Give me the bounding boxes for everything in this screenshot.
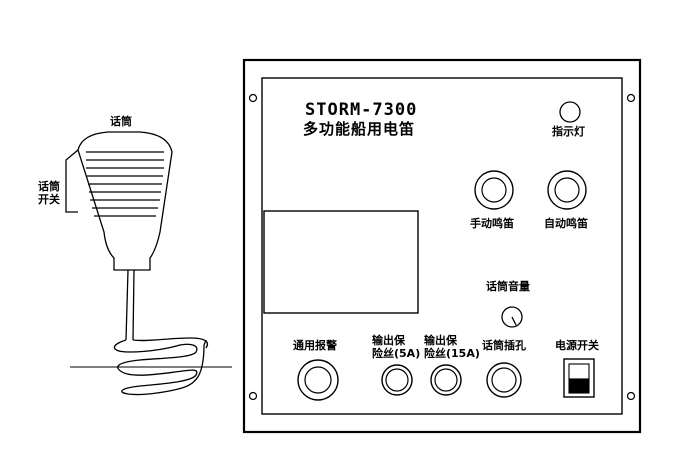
fuse-15a-label-line2: 险丝(15A)	[424, 347, 480, 360]
mic-jack-label: 话筒插孔	[482, 339, 526, 352]
mic-switch-label-line2: 开关	[38, 193, 60, 206]
power-switch	[563, 358, 595, 398]
microphone	[65, 131, 209, 396]
fuse-15a-label-line1: 输出保	[424, 334, 457, 347]
mic-jack	[486, 362, 522, 398]
fuse-15a-holder	[430, 364, 462, 396]
mount-hole-bottom-right	[626, 391, 636, 401]
fuse-5a-label-line1: 输出保	[372, 334, 405, 347]
control-box	[242, 58, 642, 434]
mount-hole-top-right	[626, 93, 636, 103]
inner-panel	[261, 77, 623, 415]
outer-frame	[242, 58, 642, 434]
indicator-label: 指示灯	[552, 125, 585, 138]
auto-horn-label: 自动鸣笛	[544, 217, 588, 230]
fuse-5a-holder	[381, 364, 413, 396]
model-title: STORM-7300	[305, 100, 418, 120]
indicator-lamp	[559, 101, 581, 123]
general-alarm-button	[297, 359, 339, 401]
mount-hole-top-left	[248, 93, 258, 103]
device-name: 多功能船用电笛	[303, 120, 416, 138]
general-alarm-label: 通用报警	[293, 339, 337, 352]
mount-hole-bottom-left	[248, 391, 258, 401]
mic-volume-knob	[501, 306, 523, 328]
power-switch-label: 电源开关	[555, 339, 599, 352]
auto-horn-button	[547, 170, 587, 210]
manual-horn-button	[474, 170, 514, 210]
mic-volume-label: 话筒音量	[486, 280, 530, 293]
coiled-cord	[113, 339, 205, 396]
microphone-label: 话筒	[110, 115, 132, 128]
mic-switch-label-line1: 话筒	[38, 180, 60, 193]
microphone-grille	[86, 151, 164, 217]
manual-horn-label: 手动鸣笛	[470, 217, 514, 230]
display-window	[263, 210, 419, 314]
fuse-5a-label-line2: 险丝(5A)	[372, 347, 421, 360]
